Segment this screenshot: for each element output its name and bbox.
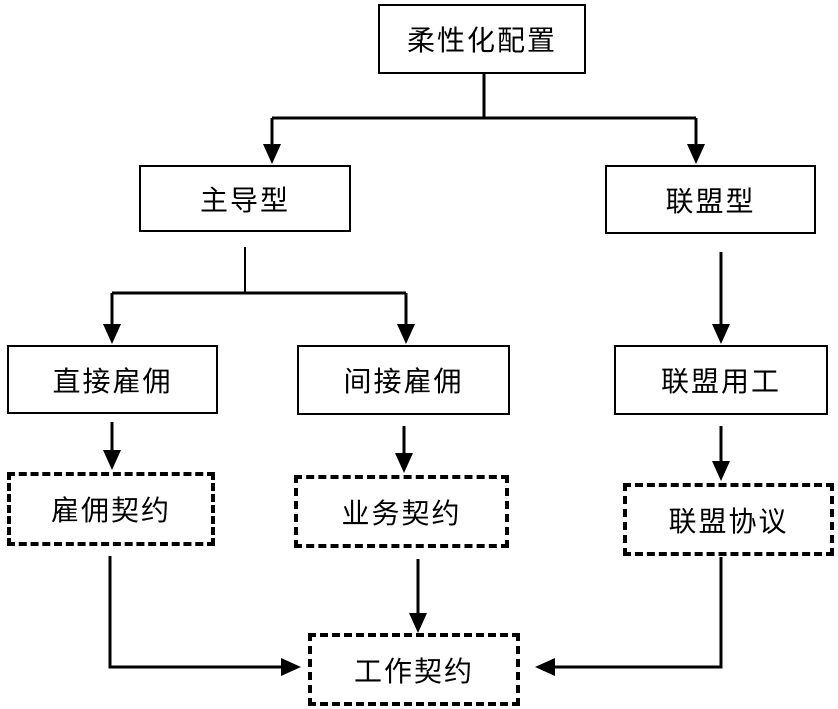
node-alliance: 联盟型 <box>605 165 816 234</box>
node-alliance-labor-label: 联盟用工 <box>660 365 781 398</box>
node-employment-contract: 雇佣契约 <box>7 472 215 546</box>
arrowhead-agreement-to-work <box>535 658 555 676</box>
node-business-contract-label: 业务契约 <box>341 496 462 530</box>
node-work-contract: 工作契约 <box>308 633 520 706</box>
node-leading: 主导型 <box>139 165 351 232</box>
node-employment-contract-label: 雇佣契约 <box>50 494 171 527</box>
arrowhead-business-to-work <box>409 613 427 633</box>
arrowhead-alliance-agreement <box>712 461 730 481</box>
arrowhead-employment-to-work <box>281 658 301 676</box>
node-alliance-agreement-label: 联盟协议 <box>668 504 789 538</box>
node-indirect-hire: 间接雇佣 <box>297 345 510 415</box>
node-indirect-hire-label: 间接雇佣 <box>343 365 464 398</box>
node-alliance-label: 联盟型 <box>665 184 756 218</box>
node-alliance-agreement: 联盟协议 <box>623 483 834 556</box>
arrowhead-business-contract <box>395 453 413 473</box>
connector-employment-to-work <box>108 556 283 669</box>
node-direct-hire: 直接雇佣 <box>7 345 218 414</box>
node-business-contract: 业务契约 <box>294 475 509 548</box>
arrowhead-alliance-labor <box>712 324 730 344</box>
node-direct-hire-label: 直接雇佣 <box>52 364 173 398</box>
arrowhead-leading <box>263 144 281 164</box>
connector-agreement-to-work <box>553 557 723 669</box>
arrowhead-employment-contract <box>103 450 121 470</box>
node-alliance-labor: 联盟用工 <box>614 345 828 415</box>
node-leading-label: 主导型 <box>199 183 290 217</box>
node-root: 柔性化配置 <box>378 4 586 74</box>
arrowhead-direct <box>103 324 121 344</box>
node-root-label: 柔性化配置 <box>406 24 557 57</box>
arrowhead-alliance <box>687 144 705 164</box>
node-work-contract-label: 工作契约 <box>353 654 474 688</box>
arrowhead-indirect <box>397 324 415 344</box>
